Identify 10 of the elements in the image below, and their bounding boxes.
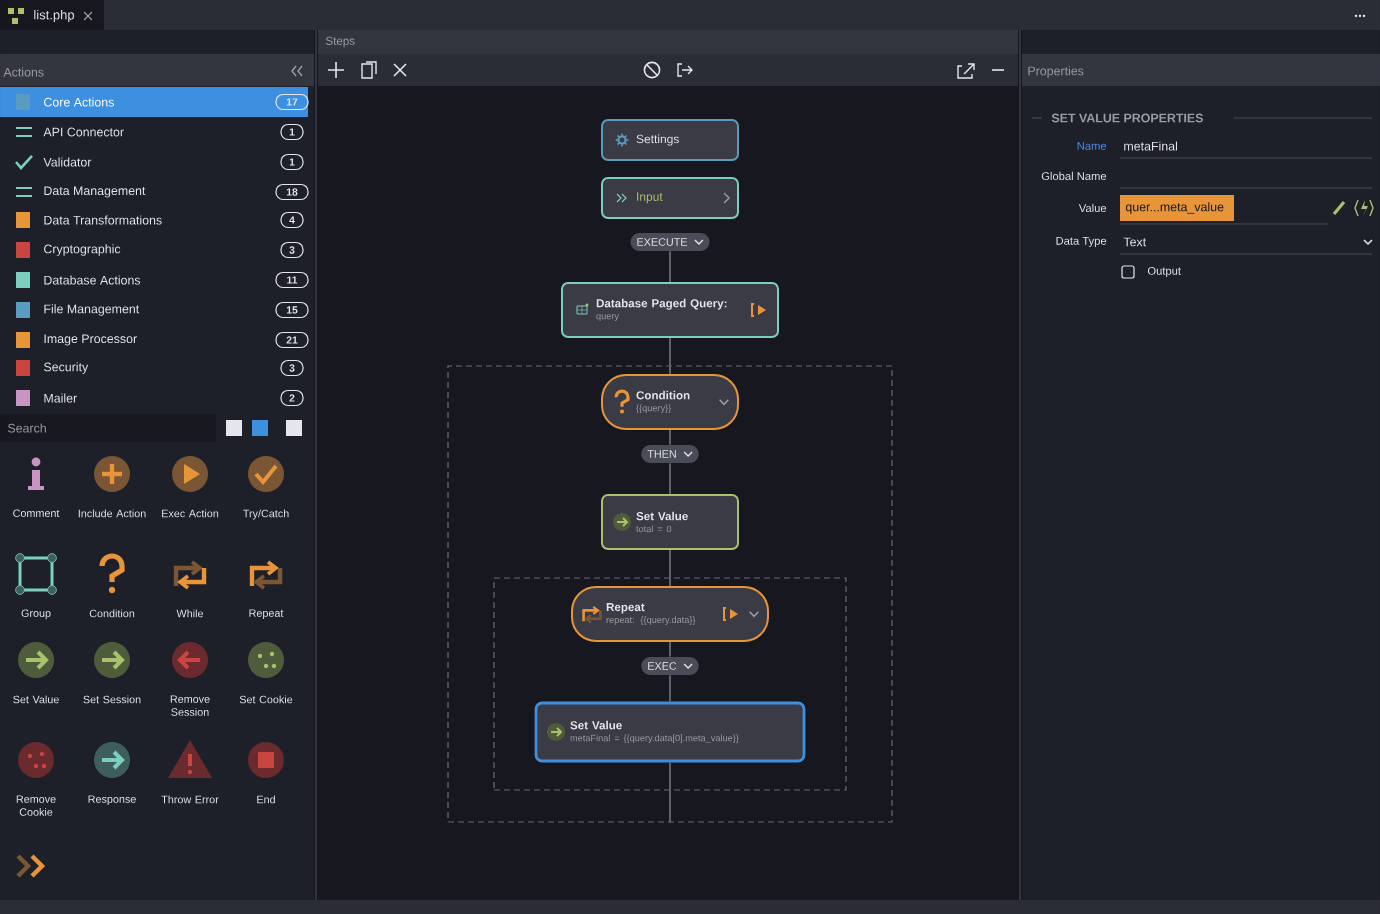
connector-line [669,337,671,375]
connector-line [669,549,671,587]
connector-line [669,761,671,824]
group-frame [447,365,893,823]
connector-line [669,429,671,446]
connector-line [669,674,671,703]
connector-line [669,250,671,283]
group-frame [493,577,847,791]
connector-line [669,462,671,495]
connector-line [669,641,671,658]
